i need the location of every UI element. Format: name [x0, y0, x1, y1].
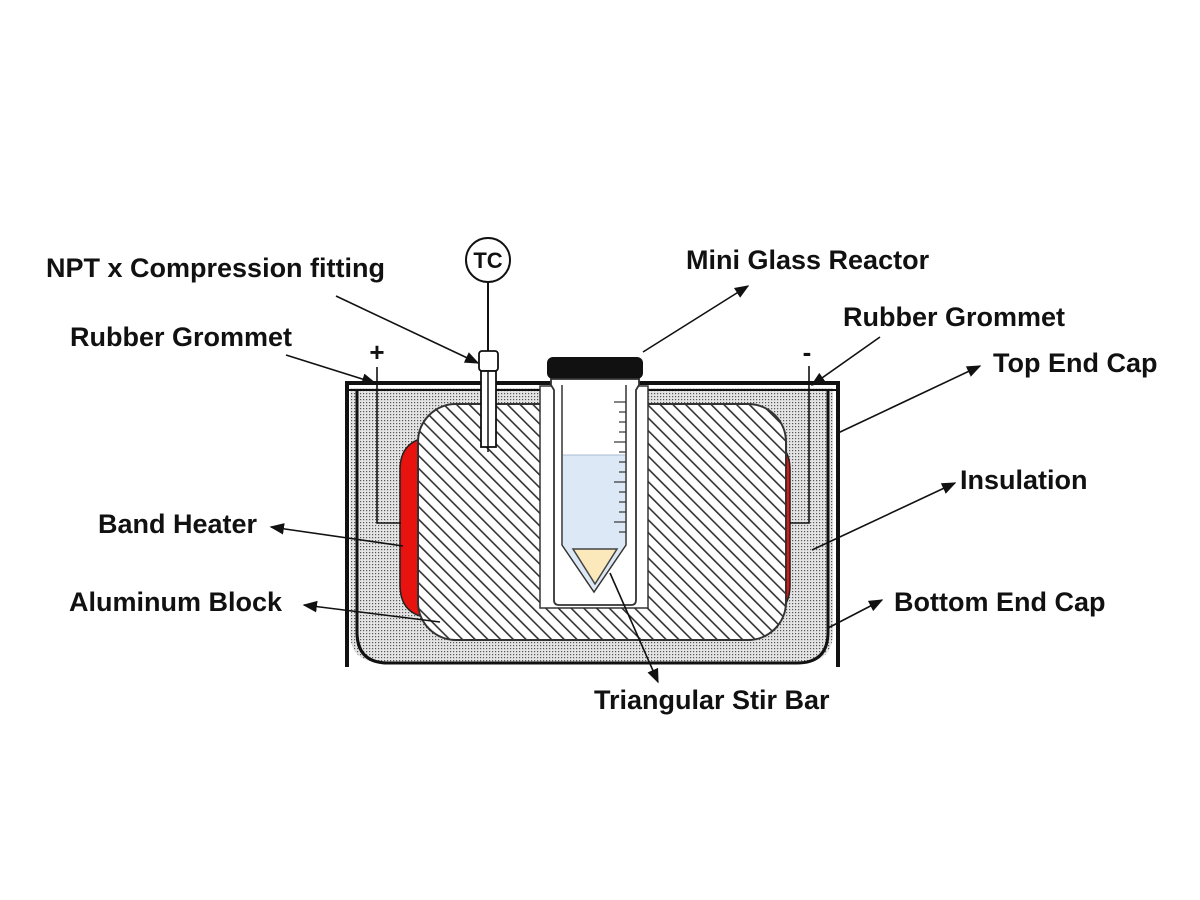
- leader-npt-fitting: [335, 295, 480, 364]
- graduation-marks: [614, 401, 626, 533]
- leader-mini-glass-reactor: [642, 285, 750, 353]
- label-bottom-end-cap: Bottom End Cap: [894, 587, 1105, 617]
- terminal-minus: -: [803, 337, 812, 367]
- label-insulation: Insulation: [960, 465, 1088, 495]
- vial-cap: [547, 357, 643, 379]
- label-mini-glass-reactor: Mini Glass Reactor: [686, 245, 930, 275]
- leader-aluminum-block: [302, 600, 441, 623]
- leader-triangular-stir-bar: [609, 572, 659, 684]
- leader-bottom-end-cap: [827, 599, 884, 629]
- leader-rubber-grommet-left: [285, 354, 377, 385]
- label-triangular-stir-bar: Triangular Stir Bar: [594, 685, 830, 715]
- leader-top-end-cap: [837, 365, 982, 434]
- compression-fitting-nut: [478, 350, 499, 372]
- bottom-end-cap-shape: [355, 390, 830, 665]
- terminal-plus: +: [369, 337, 384, 367]
- heater-wire-minus: [790, 366, 810, 524]
- thermocouple-circle: [465, 237, 511, 283]
- label-aluminum-block: Aluminum Block: [69, 587, 283, 617]
- leader-insulation: [811, 482, 957, 551]
- label-rubber-grommet-left: Rubber Grommet: [70, 322, 292, 352]
- leader-band-heater: [269, 523, 404, 547]
- leader-rubber-grommet-right: [810, 336, 881, 386]
- label-npt-fitting: NPT x Compression fitting: [46, 253, 385, 283]
- label-rubber-grommet-right: Rubber Grommet: [843, 302, 1065, 332]
- heater-wire-plus: [376, 367, 401, 524]
- label-band-heater: Band Heater: [98, 509, 258, 539]
- thermocouple-label: TC: [473, 248, 502, 273]
- stir-bar-shape: [571, 548, 619, 586]
- label-top-end-cap: Top End Cap: [993, 348, 1157, 378]
